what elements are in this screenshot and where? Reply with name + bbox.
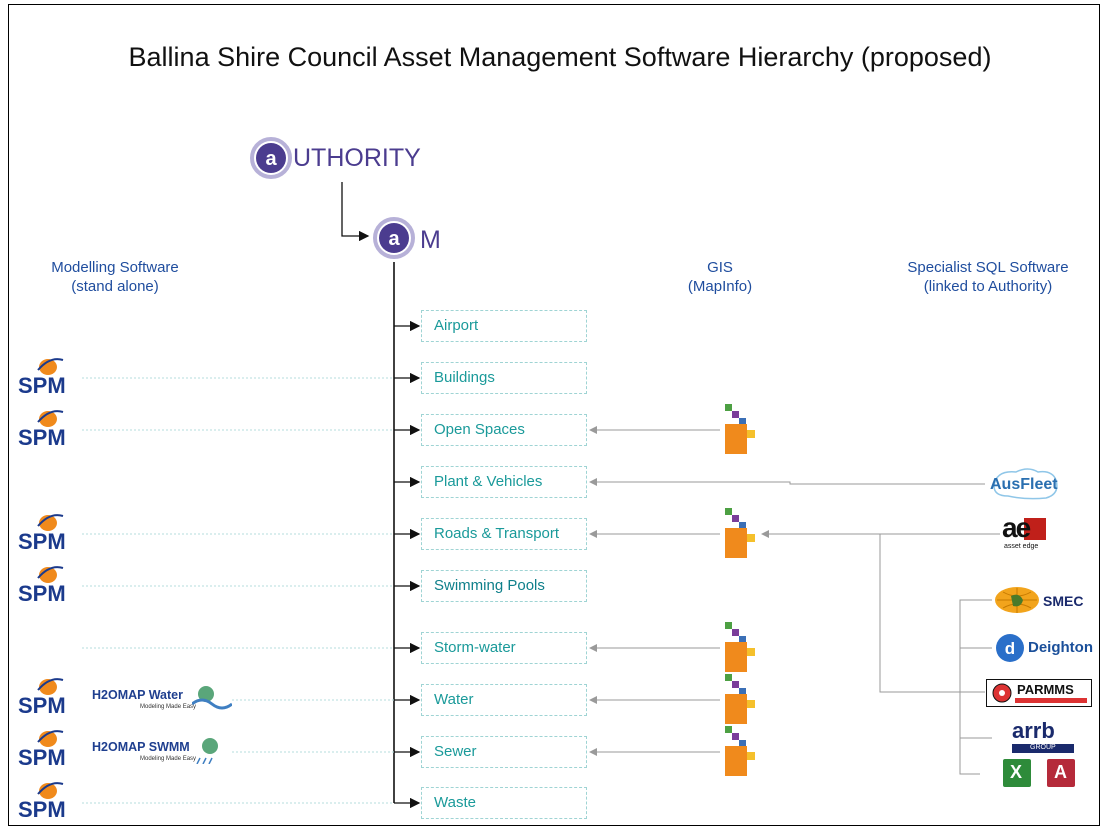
- deighton-d-icon: d: [996, 634, 1024, 662]
- authority-a-icon: a: [250, 137, 292, 179]
- asset-class-swimming-pools: Swimming Pools: [421, 570, 587, 602]
- asset-class-storm-water: Storm-water: [421, 632, 587, 664]
- header-modelling: Modelling Software (stand alone): [30, 258, 200, 296]
- authority-logo: a UTHORITY: [249, 136, 449, 180]
- mapinfo-icon: [725, 622, 755, 672]
- am-text: M: [420, 226, 441, 254]
- mapinfo-icon: [725, 674, 755, 724]
- am-logo: a M: [372, 216, 472, 262]
- asset-class-buildings: Buildings: [421, 362, 587, 394]
- asset-class-plant-vehicles: Plant & Vehicles: [421, 466, 587, 498]
- mapinfo-logo: [723, 622, 757, 674]
- australia-outline-icon: [993, 468, 1058, 500]
- spm-swoosh-icon: [37, 358, 64, 375]
- asset-edge-mark: ae: [1002, 512, 1048, 543]
- header-specialist-line2: (linked to Authority): [923, 278, 1053, 295]
- access-icon: A: [1047, 759, 1075, 787]
- spm-logo: SPM: [14, 780, 84, 826]
- asset-class-airport: Airport: [421, 310, 587, 342]
- arrb-logo: arrb GROUP: [1010, 718, 1076, 754]
- header-specialist-line1: Specialist SQL Software: [907, 259, 1069, 276]
- spm-logo: SPM: [14, 408, 84, 454]
- mapinfo-logo: [723, 726, 757, 778]
- svg-text:a: a: [388, 228, 400, 250]
- header-specialist: Specialist SQL Software (linked to Autho…: [888, 258, 1088, 296]
- deighton-logo: d Deighton: [994, 632, 1094, 664]
- spm-swoosh-icon: [37, 514, 64, 531]
- spm-logo: SPM: [14, 512, 84, 558]
- spm-swoosh-icon: [37, 566, 64, 583]
- svg-text:d: d: [1005, 639, 1015, 658]
- spm-logo: SPM: [14, 728, 84, 774]
- asset-class-sewer: Sewer: [421, 736, 587, 768]
- header-gis-line1: GIS: [707, 259, 733, 276]
- smec-globe-icon: [995, 587, 1039, 613]
- asset-edge-logo: ae asset edge: [1002, 512, 1048, 554]
- parmms-gear-icon: [992, 683, 1012, 703]
- spm-swoosh-icon: [37, 678, 64, 695]
- specialist-links: [589, 478, 1000, 775]
- asset-class-water: Water: [421, 684, 587, 716]
- excel-icon: X: [1003, 759, 1031, 787]
- authority-text: UTHORITY: [293, 144, 421, 172]
- svg-text:a: a: [265, 148, 277, 170]
- mapinfo-icon: [725, 726, 755, 776]
- asset-class-waste: Waste: [421, 787, 587, 819]
- globe-rain-icon: [196, 738, 218, 764]
- spm-swoosh-icon: [37, 730, 64, 747]
- header-gis-line2: (MapInfo): [687, 278, 753, 295]
- mapinfo-icon: [725, 508, 755, 558]
- spm-logo: SPM: [14, 676, 84, 722]
- mapinfo-logo: [723, 404, 757, 456]
- hierarchy-lines: [341, 182, 421, 809]
- ausfleet-logo: AusFleet: [986, 466, 1066, 502]
- mapinfo-logo: [723, 674, 757, 726]
- mapinfo-icon: [725, 404, 755, 454]
- spm-logo: SPM: [14, 356, 84, 402]
- header-gis: GIS (MapInfo): [680, 258, 760, 296]
- spm-swoosh-icon: [37, 410, 64, 427]
- asset-class-roads-transport: Roads & Transport: [421, 518, 587, 550]
- globe-wave-icon: [192, 686, 232, 710]
- spm-swoosh-icon: [37, 782, 64, 799]
- h2omap-water-logo: H2OMAP Water Modeling Made Easy: [92, 682, 237, 716]
- header-modelling-line1: Modelling Software: [51, 259, 179, 276]
- mapinfo-logo: [723, 508, 757, 560]
- parmms-logo: PARMMS: [986, 679, 1092, 707]
- diagram-frame: [8, 4, 1100, 826]
- am-a-icon: a: [373, 217, 415, 259]
- diagram-title: Ballina Shire Council Asset Management S…: [128, 42, 992, 72]
- h2omap-swmm-logo: H2OMAP SWMM Modeling Made Easy: [92, 734, 237, 768]
- asset-class-open-spaces: Open Spaces: [421, 414, 587, 446]
- smec-logo: SMEC: [993, 586, 1083, 616]
- spm-logo: SPM: [14, 564, 84, 610]
- modelling-links: [82, 377, 394, 804]
- gis-links: [589, 426, 720, 756]
- header-modelling-line2: (stand alone): [71, 278, 159, 295]
